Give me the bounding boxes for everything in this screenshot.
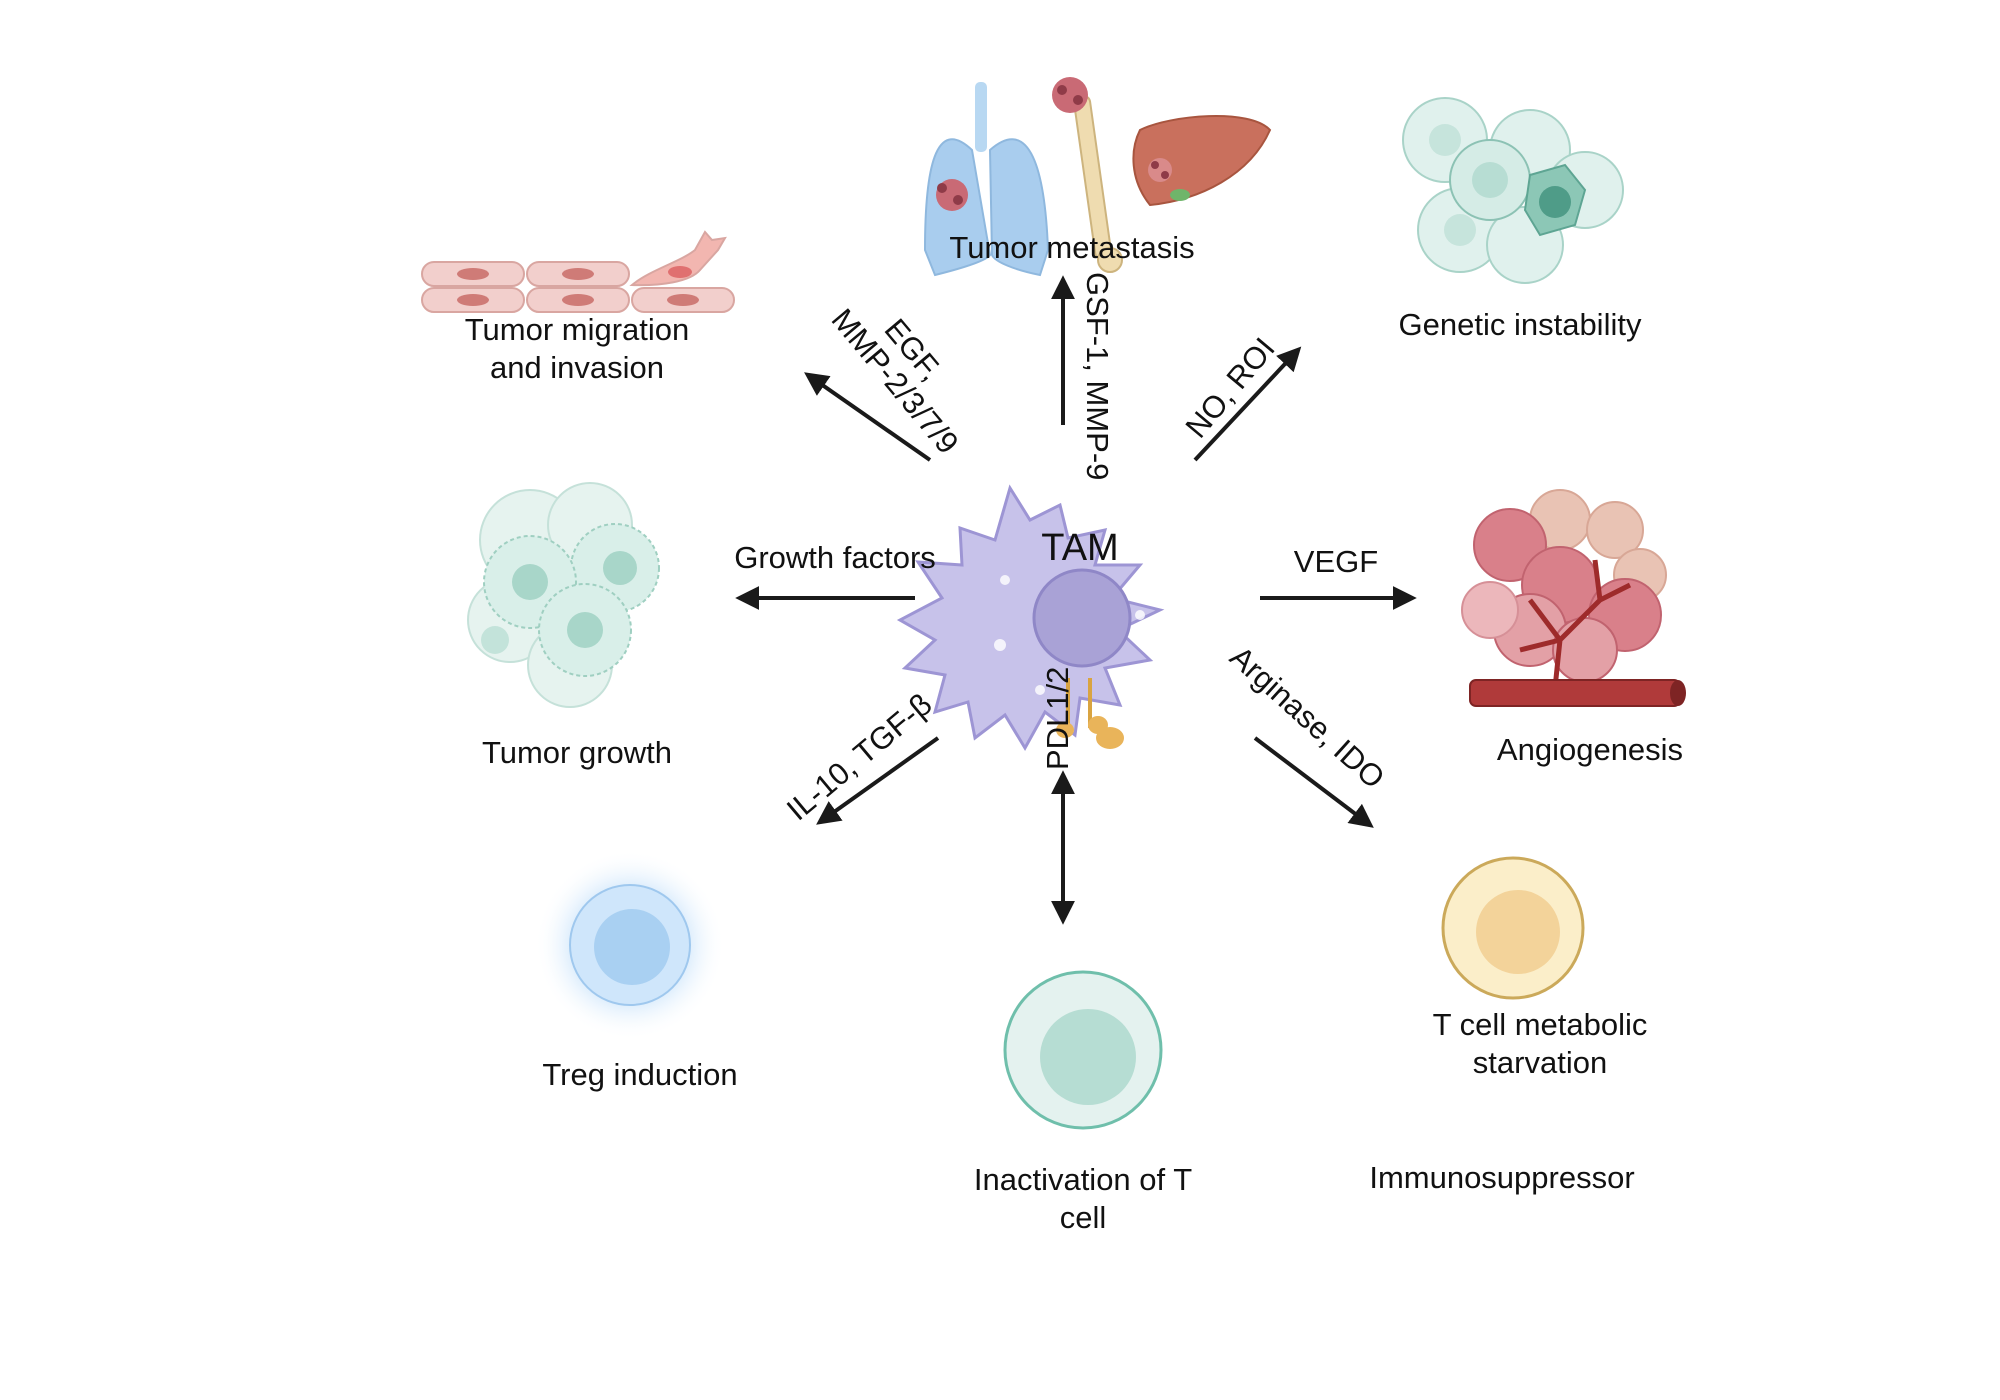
tam-macrophage: TAM PDL1/2: [896, 484, 1165, 770]
tam-nucleus: [1032, 568, 1132, 668]
pdl-label: PDL1/2: [1040, 667, 1075, 770]
mediator-no-roi-label: NO, ROI: [1179, 331, 1282, 445]
genetic-instability-label: Genetic instability: [1399, 307, 1642, 342]
inactivation-label-1: Inactivation of T: [974, 1162, 1192, 1197]
immunosuppressor-label: Immunosuppressor: [1369, 1160, 1634, 1195]
mediator-growth-factors-label: Growth factors: [734, 540, 936, 575]
mediator-vegf-label: VEGF: [1294, 544, 1378, 579]
tam-cell-body: [896, 484, 1165, 751]
starved-t-cell: [1441, 856, 1585, 1000]
genetic-instability-cells: [1402, 97, 1624, 284]
metastasis-label: Tumor metastasis: [949, 230, 1194, 265]
angiogenesis-label: Angiogenesis: [1497, 732, 1683, 767]
liver-icon: [1132, 115, 1272, 207]
inactivated-t-cell: [1003, 970, 1163, 1130]
angiogenesis-tumor: [1461, 489, 1686, 707]
metastasis-organs: [923, 77, 1272, 277]
tumor-growth-cells: [467, 482, 660, 708]
tumor-growth-label: Tumor growth: [482, 735, 672, 770]
lung-icon: [923, 82, 1050, 277]
blood-vessel-icon: [1469, 679, 1681, 707]
inactivation-label-2: cell: [1060, 1200, 1107, 1235]
bone-icon: [1052, 77, 1123, 273]
arrow-to-starvation: [1253, 736, 1374, 828]
arrow-to-treg: [816, 736, 940, 825]
mediator-arginase-label: Arginase, IDO: [1223, 639, 1391, 795]
migration-label-1: Tumor migration: [465, 312, 690, 347]
treg-label: Treg induction: [542, 1057, 737, 1092]
arrow-to-migration: [804, 372, 932, 462]
pdl-receptor-icon: [1056, 678, 1124, 749]
migration-label-2: and invasion: [490, 350, 664, 385]
starvation-label-2: starvation: [1473, 1045, 1607, 1080]
tam-label: TAM: [1041, 527, 1118, 569]
migration-cells: [421, 230, 735, 313]
starvation-label-1: T cell metabolic: [1433, 1007, 1648, 1042]
mediator-gsf-label: GSF-1, MMP-9: [1080, 272, 1115, 480]
arrow-to-genetic: [1193, 346, 1302, 462]
treg-cell: [535, 850, 725, 1040]
